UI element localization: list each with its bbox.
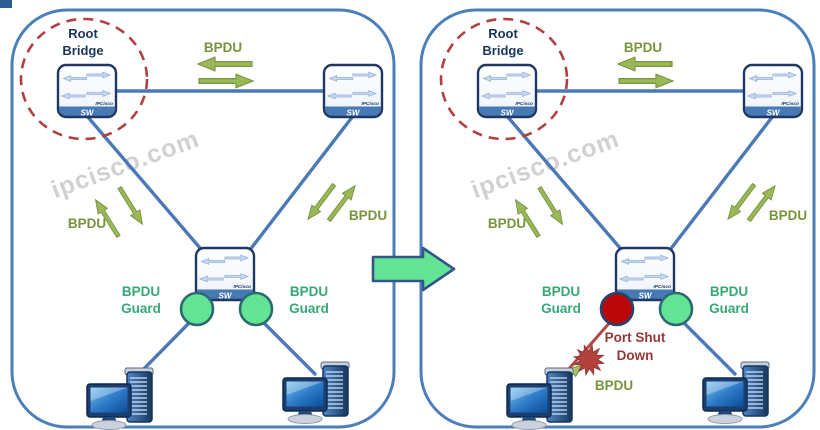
guard-port-right (238, 291, 274, 327)
bpdu-guard-left-label-line2: Guard (121, 301, 161, 316)
link-root-to-center-switch (505, 114, 628, 257)
switch-brand: IPCisco (781, 101, 799, 107)
bpdu-right-label: BPDU (349, 208, 387, 223)
panel-before: ipcisco.com Root Bridge SW IPCisco SW IP… (10, 8, 396, 430)
bpdu-guard-left-label-line1: BPDU (122, 284, 160, 299)
right-switch: SW IPCisco (744, 65, 802, 118)
root-bridge-marker (439, 17, 569, 141)
bpdu-guard-left-label-line1: BPDU (542, 284, 580, 299)
bpdu-guard-right-label-line1: BPDU (290, 284, 328, 299)
root-bridge-label-line2: Bridge (62, 43, 103, 58)
switch-brand: IPCisco (361, 101, 379, 107)
transition-arrow (371, 246, 456, 292)
root-bridge-switch: SW IPCisco (478, 65, 536, 118)
root-bridge-label-line1: Root (68, 26, 98, 41)
bpdu-guard-right-label-line2: Guard (709, 301, 749, 316)
link-port-to-right-pc (680, 319, 737, 376)
bpdu-top-label: BPDU (624, 40, 662, 55)
switch-brand: IPCisco (515, 101, 533, 107)
bpdu-left-label: BPDU (68, 216, 106, 231)
switch-brand: IPCisco (233, 284, 251, 290)
link-right-to-center-switch (244, 114, 355, 257)
bpdu-top-label: BPDU (204, 40, 242, 55)
switch-name: SW (347, 109, 361, 118)
bpdu-attack-label: BPDU (595, 378, 633, 393)
root-bridge-label-line1: Root (488, 26, 518, 41)
switch-name: SW (81, 109, 95, 118)
bpdu-guard-right-label-line2: Guard (289, 301, 329, 316)
center-switch: SW IPCisco (196, 248, 254, 301)
center-switch: SW IPCisco (616, 248, 674, 301)
bpdu-guard-right-label-line1: BPDU (710, 284, 748, 299)
root-bridge-switch: SW IPCisco (58, 65, 116, 118)
switch-name: SW (639, 292, 653, 301)
corner-block (0, 0, 12, 8)
right-switch: SW IPCisco (324, 65, 382, 118)
guard-port-right (658, 291, 694, 327)
switch-brand: IPCisco (653, 284, 671, 290)
switch-brand: IPCisco (95, 101, 113, 107)
panel-after: ipcisco.com Root Bridge SW IPCisco SW IP… (419, 8, 816, 430)
root-bridge-label-line2: Bridge (482, 43, 523, 58)
root-bridge-marker (19, 17, 149, 141)
link-right-to-center-switch (664, 114, 775, 257)
link-port-to-right-pc (260, 319, 317, 376)
bpdu-right-label: BPDU (769, 208, 807, 223)
guard-port-left (179, 291, 215, 327)
link-root-to-center-switch (85, 114, 208, 257)
switch-name: SW (219, 292, 233, 301)
bpdu-left-label: BPDU (488, 216, 526, 231)
guard-port-left-shutdown (599, 291, 635, 327)
bpdu-guard-left-label-line2: Guard (541, 301, 581, 316)
port-shut-down-label-line2: Down (617, 348, 654, 363)
transition-arrow-icon (371, 246, 456, 292)
switch-name: SW (501, 109, 515, 118)
switch-name: SW (767, 109, 781, 118)
port-shut-down-label-line1: Port Shut (605, 330, 666, 345)
